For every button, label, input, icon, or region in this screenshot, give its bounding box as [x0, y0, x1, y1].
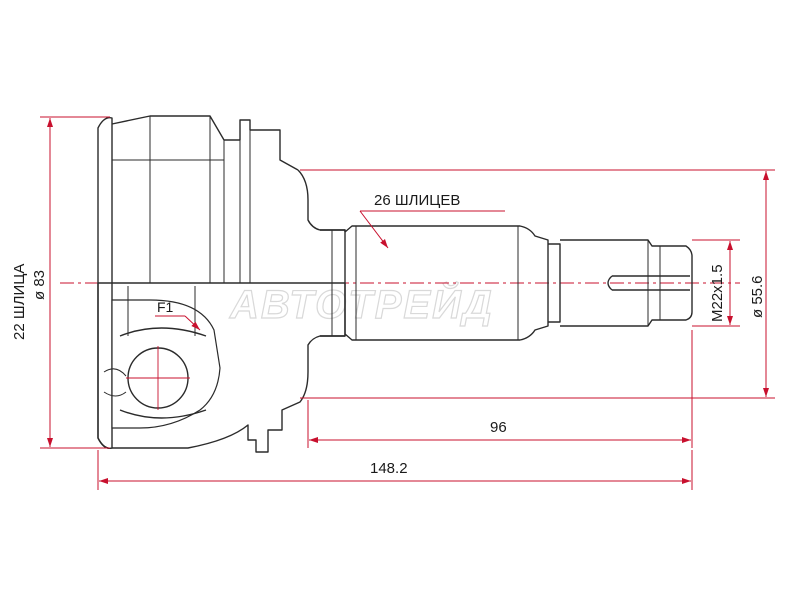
thread-label: M22x1.5	[709, 264, 726, 322]
leader-f1	[155, 315, 201, 331]
overall-length-label: 148.2	[370, 460, 408, 477]
f1-label: F1	[157, 299, 174, 315]
shaft	[320, 225, 693, 341]
joint-housing	[97, 115, 346, 453]
shaft-diameter-label: ø 55.6	[749, 275, 766, 318]
shaft-length-label: 96	[490, 419, 507, 436]
dim-shaft-length	[307, 330, 693, 448]
leader-inner-splines	[359, 210, 505, 249]
inner-splines-label: 26 ШЛИЦЕВ	[374, 192, 460, 209]
outer-splines-label: 22 ШЛИЦА	[11, 264, 28, 340]
dim-thread	[692, 239, 740, 327]
watermark: АВТОТРЕЙД	[229, 280, 494, 327]
dim-outer-diameter	[40, 116, 110, 449]
dim-shaft-diameter	[300, 169, 775, 399]
outer-diameter-label: ø 83	[31, 270, 48, 300]
dim-overall-length	[97, 450, 693, 490]
